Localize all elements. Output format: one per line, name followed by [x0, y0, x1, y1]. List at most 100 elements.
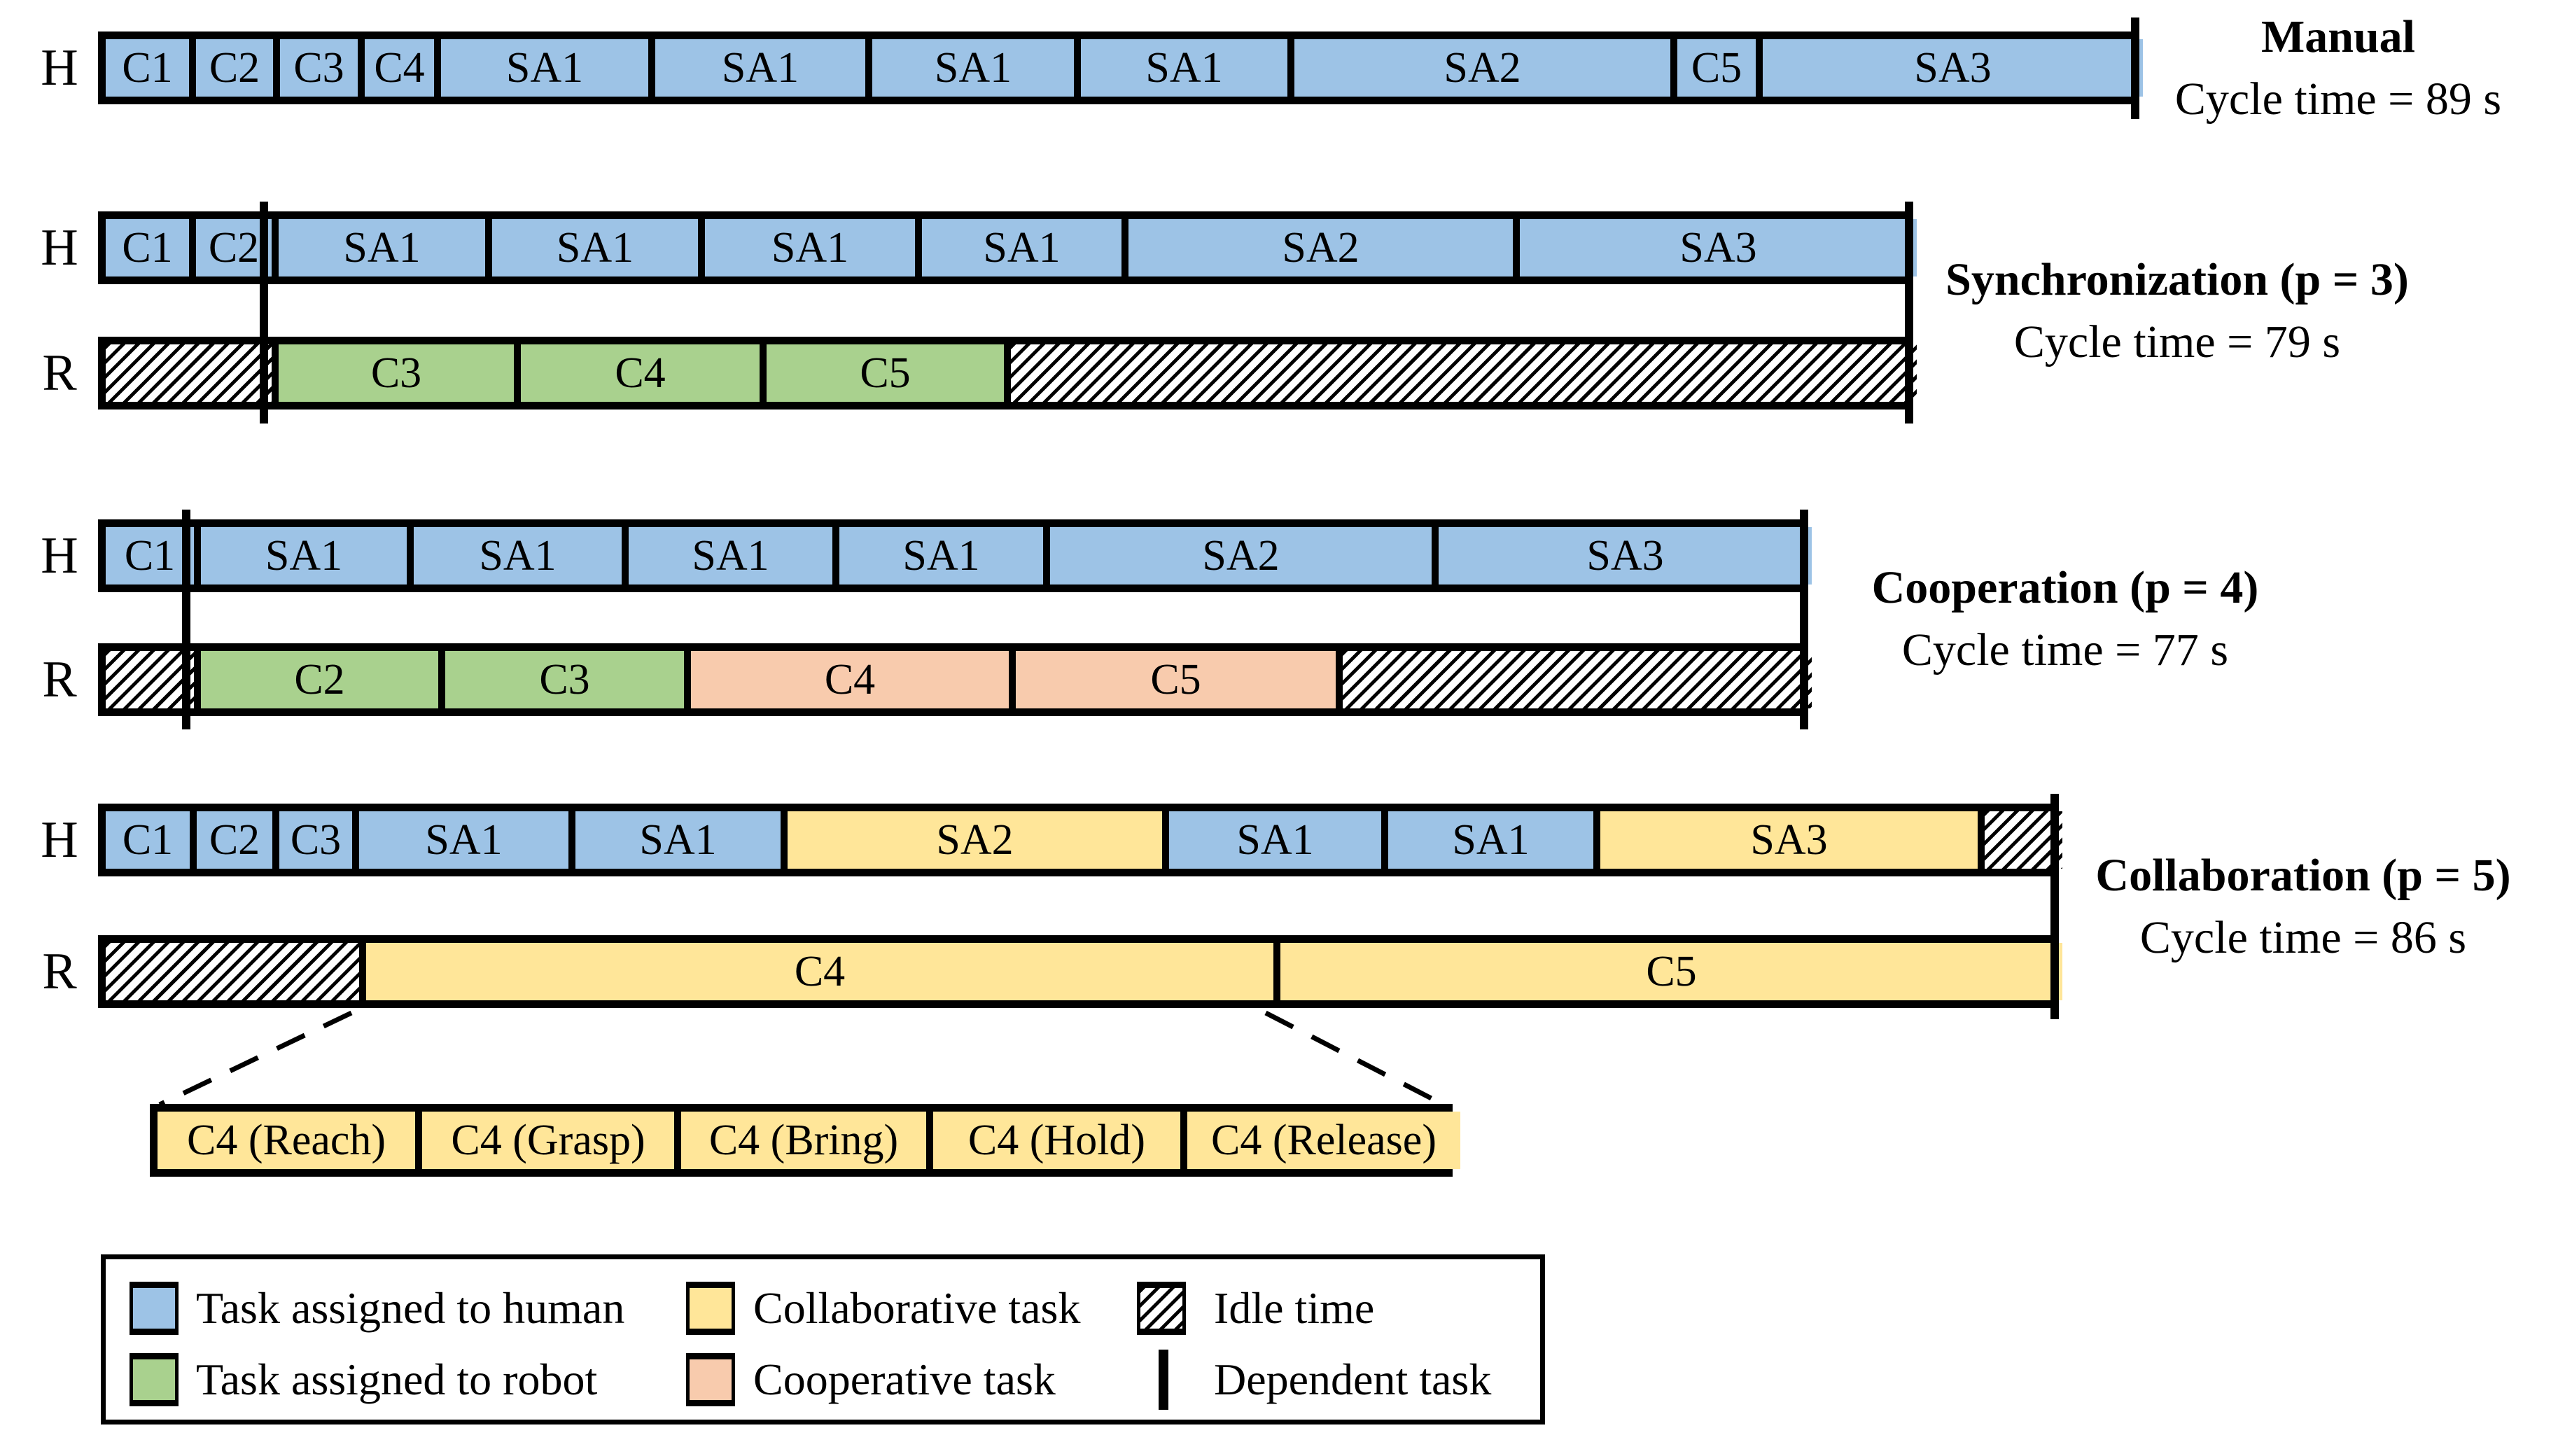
bar-cooperation-robot: C2 C3 C4 C5 [98, 643, 1812, 716]
segment-label: SA3 [1586, 532, 1664, 580]
scenario-cycle-time-cooperation: Cycle time = 77 s [1901, 624, 2229, 676]
segment-label: C2 [208, 224, 260, 272]
segment-cooperation-idle [106, 651, 194, 708]
legend-swatch-collaborative [686, 1282, 735, 1335]
segment-label: C5 [1150, 656, 1201, 704]
scenario-cycle-time-synchronization: Cycle time = 79 s [2013, 316, 2341, 368]
segment-label: C4 [615, 349, 666, 397]
segment-cooperation-sa1: SA1 [622, 527, 832, 584]
segment-cooperation-c3: C3 [438, 651, 684, 708]
segment-collaboration-c1: C1 [106, 811, 190, 869]
segment-detail-c4-release: C4 (Release) [1180, 1112, 1460, 1169]
segment-cooperation-sa1: SA1 [194, 527, 407, 584]
segment-label: SA3 [1914, 44, 1992, 92]
segment-manual-c2: C2 [189, 39, 273, 97]
segment-collaboration-c2: C2 [190, 811, 272, 869]
segment-collaboration-idle [106, 943, 359, 1000]
segment-label: SA1 [771, 224, 849, 272]
segment-label: SA2 [1282, 224, 1360, 272]
segment-label: SA3 [1750, 816, 1828, 864]
scenario-label-cooperation: Cooperation (p = 4) Cycle time = 77 s [1872, 556, 2259, 681]
scenario-title-cooperation: Cooperation (p = 4) [1871, 561, 2259, 613]
c4-breakdown-bar: C4 (Reach) C4 (Grasp) C4 (Bring) C4 (Hold) C… [150, 1104, 1460, 1177]
segment-synchronization-sa3: SA3 [1513, 219, 1917, 276]
row-label-synchronization-human: H [41, 219, 78, 276]
segment-label: C4 [824, 656, 876, 704]
segment-manual-sa1: SA1 [434, 39, 648, 97]
segment-detail-c4-hold: C4 (Hold) [926, 1112, 1180, 1169]
segment-cooperation-sa1: SA1 [407, 527, 622, 584]
segment-synchronization-idle [106, 344, 272, 402]
segment-label: SA1 [1236, 816, 1314, 864]
segment-synchronization-sa2: SA2 [1121, 219, 1513, 276]
segment-label: C1 [122, 224, 173, 272]
segment-label: SA1 [265, 532, 343, 580]
scenario-cycle-time-collaboration: Cycle time = 86 s [2139, 912, 2467, 963]
row-label-synchronization-robot: R [42, 344, 77, 402]
segment-label: SA1 [902, 532, 980, 580]
segment-label: C4 (Grasp) [451, 1116, 645, 1164]
segment-cooperation-c2: C2 [194, 651, 438, 708]
scenario-cycle-time-manual: Cycle time = 89 s [2174, 74, 2502, 125]
segment-label: SA1 [479, 532, 557, 580]
segment-synchronization-sa1: SA1 [272, 219, 485, 276]
segment-label: SA1 [983, 224, 1061, 272]
segment-detail-c4-reach: C4 (Reach) [158, 1112, 415, 1169]
segment-label: C2 [209, 44, 260, 92]
segment-cooperation-c1: C1 [106, 527, 194, 584]
segment-label: SA1 [692, 532, 769, 580]
segment-detail-c4-grasp: C4 (Grasp) [415, 1112, 674, 1169]
dependent-task-line-cooperation-0 [182, 510, 190, 729]
segment-label: C2 [209, 816, 260, 864]
segment-synchronization-sa1: SA1 [915, 219, 1121, 276]
segment-label: SA1 [721, 44, 799, 92]
segment-label: SA1 [1145, 44, 1223, 92]
legend-label-collaborative-task: Collaborative task [753, 1283, 1081, 1333]
bar-collaboration-robot: C4 C5 [98, 935, 2062, 1008]
segment-manual-sa1: SA1 [865, 39, 1074, 97]
row-label-collaboration-robot: R [42, 943, 77, 1000]
segment-synchronization-idle [1004, 344, 1917, 402]
legend-swatch-human [130, 1282, 179, 1335]
segment-label: SA1 [425, 816, 503, 864]
segment-collaboration-sa1: SA1 [1162, 811, 1381, 869]
scenario-label-synchronization: Synchronization (p = 3)Cycle time = 79 s [1945, 248, 2409, 373]
segment-cooperation-sa2: SA2 [1043, 527, 1432, 584]
segment-label: C2 [294, 656, 345, 704]
segment-label: C4 (Release) [1211, 1116, 1437, 1164]
segment-collaboration-idle [1978, 811, 2062, 869]
row-label-cooperation-robot: R [42, 651, 77, 708]
segment-cooperation-c4: C4 [684, 651, 1009, 708]
legend-swatch-idle [1137, 1282, 1186, 1335]
segment-label: C4 (Reach) [186, 1116, 386, 1164]
legend-swatch-robot [130, 1353, 179, 1406]
scenario-title-manual: Manual [2260, 10, 2416, 62]
legend-swatch-cooperative [686, 1353, 735, 1406]
segment-label: SA2 [1202, 532, 1280, 580]
segment-label: SA1 [556, 224, 634, 272]
segment-collaboration-sa1: SA1 [1381, 811, 1593, 869]
segment-label: C4 [794, 948, 846, 995]
dependent-task-line-manual-0 [2131, 18, 2139, 119]
segment-collaboration-sa3: SA3 [1593, 811, 1978, 869]
segment-label: SA1 [343, 224, 421, 272]
segment-label: C4 (Hold) [967, 1116, 1146, 1164]
segment-label: C4 (Bring) [708, 1116, 899, 1164]
legend-label-dependent-task: Dependent task [1214, 1354, 1492, 1404]
segment-synchronization-c3: C3 [272, 344, 514, 402]
segment-label: SA2 [1444, 44, 1521, 92]
segment-label: C3 [293, 44, 344, 92]
dependent-task-line-collaboration-0 [2050, 794, 2059, 1019]
segment-label: C3 [539, 656, 590, 704]
legend-swatch-dependent-task [1159, 1350, 1168, 1410]
segment-detail-c4-bring: C4 (Bring) [674, 1112, 926, 1169]
row-label-collaboration-human: H [41, 811, 78, 869]
segment-synchronization-c4: C4 [514, 344, 760, 402]
dependent-task-line-synchronization-1 [1905, 202, 1913, 424]
segment-manual-c1: C1 [106, 39, 189, 97]
segment-collaboration-c5: C5 [1273, 943, 2062, 1000]
segment-collaboration-c4: C4 [359, 943, 1273, 1000]
